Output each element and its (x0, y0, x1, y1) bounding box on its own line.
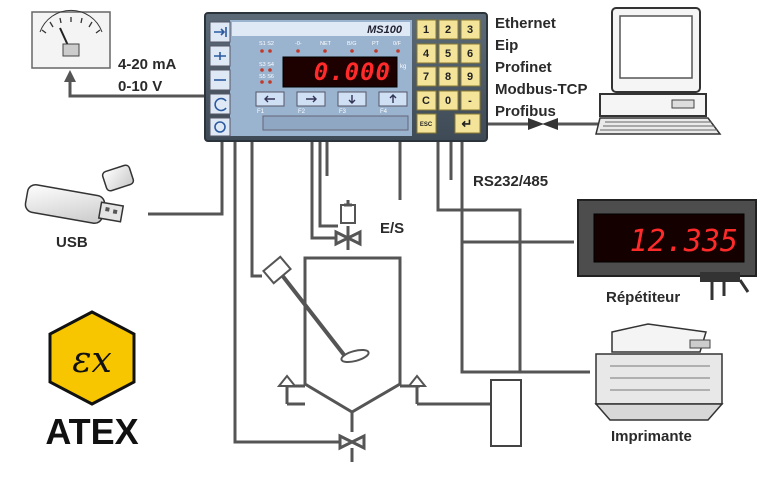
load-cell-icons (276, 374, 428, 387)
repeater-value: 12.335 (630, 224, 738, 259)
key-7[interactable] (416, 66, 437, 87)
key-5-label: 5 (445, 48, 451, 60)
status-label-3: NET (320, 41, 332, 47)
network-modbus-tcp: Modbus-TCP (495, 81, 587, 98)
network-ethernet: Ethernet (495, 15, 556, 32)
io-label: E/S (380, 220, 404, 237)
status-label-6: 0/F (393, 41, 402, 47)
arrow-up-icon (64, 70, 76, 82)
f2-label: F2 (298, 109, 306, 115)
key-1[interactable] (416, 19, 437, 40)
weight-unit: kg (400, 64, 406, 70)
key-9-label: 9 (467, 71, 473, 83)
atex-symbol: εx (72, 340, 112, 381)
key-2[interactable] (438, 19, 459, 40)
key-6[interactable] (460, 43, 481, 64)
weight-value: 0.000 (314, 58, 391, 86)
printer-label: Imprimante (611, 428, 692, 445)
key-escape[interactable] (416, 113, 437, 134)
analog-output-0-10v: 0-10 V (118, 78, 162, 95)
status-label-1: S1 S2 (259, 41, 274, 47)
f1-label: F1 (257, 109, 265, 115)
key-clear[interactable] (416, 90, 437, 111)
key-5[interactable] (438, 43, 459, 64)
key-7-label: 7 (423, 71, 429, 83)
usb-stick-icon (24, 164, 135, 225)
serial-label: RS232/485 (473, 173, 548, 190)
usb-label: USB (56, 234, 88, 251)
key-8-label: 8 (445, 71, 451, 83)
key-3-label: 3 (467, 24, 473, 36)
panel-meter (31, 9, 111, 69)
numeric-keypad: 1 2 3 4 5 6 7 8 9 C 0 - ESC ↵ (416, 19, 481, 134)
atex-label: ATEX (45, 411, 138, 452)
status-labels: S1 S2 -0- NET B/G PT 0/F S3 S4 S5 S6 (259, 41, 402, 80)
atex-logo: εx ATEX (45, 310, 139, 452)
key-1-label: 1 (423, 24, 429, 36)
key-0[interactable] (438, 90, 459, 111)
setpoint-label-2: S5 S6 (259, 74, 274, 80)
repeater-display: 12.335 (577, 199, 757, 300)
weighing-tank (262, 200, 490, 462)
key-0-label: 0 (445, 95, 451, 107)
side-keys (209, 21, 231, 137)
key-escape-label: ESC (420, 122, 433, 128)
network-profibus: Profibus (495, 103, 556, 120)
key-4[interactable] (416, 43, 437, 64)
computer-icon (595, 7, 722, 135)
function-keys: F1 F2 F3 F4 (255, 91, 408, 115)
status-label-5: PT (372, 41, 380, 47)
connection-lines (68, 78, 600, 444)
key-enter-label: ↵ (462, 116, 473, 131)
f3-label: F3 (339, 109, 347, 115)
key-minus-label: - (468, 95, 472, 107)
side-key-5[interactable] (209, 117, 231, 137)
key-clear-label: C (422, 95, 430, 107)
network-eip: Eip (495, 37, 518, 54)
key-enter[interactable] (454, 113, 481, 134)
network-profinet: Profinet (495, 59, 552, 76)
ms100-indicator: MS100 S1 S2 -0- NET B/G PT 0/F S3 S4 S5 … (204, 12, 488, 142)
printer-icon (594, 323, 724, 421)
key-3[interactable] (460, 19, 481, 40)
key-8[interactable] (438, 66, 459, 87)
analog-output-4-20ma: 4-20 mA (118, 56, 177, 73)
status-label-4: B/G (347, 41, 356, 47)
device-model: MS100 (367, 24, 403, 36)
repeater-label: Répétiteur (606, 289, 680, 306)
key-4-label: 4 (423, 48, 430, 60)
key-minus[interactable] (460, 90, 481, 111)
network-plug-icon (528, 118, 558, 130)
key-9[interactable] (460, 66, 481, 87)
key-2-label: 2 (445, 24, 451, 36)
key-6-label: 6 (467, 48, 473, 60)
weight-display (282, 56, 398, 88)
junction-box (490, 379, 522, 447)
f4-label: F4 (380, 109, 388, 115)
status-label-2: -0- (295, 41, 302, 47)
setpoint-label-1: S3 S4 (259, 62, 274, 68)
